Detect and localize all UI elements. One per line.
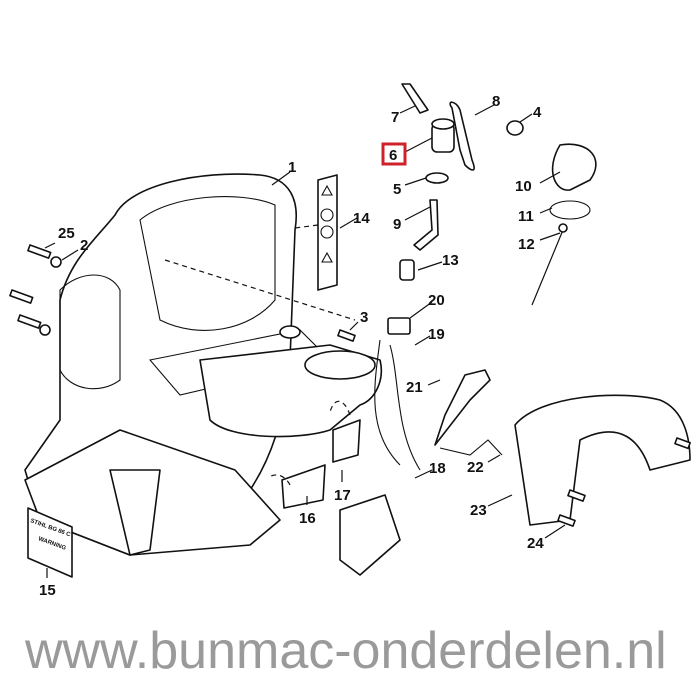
part-label-12[interactable]: 12	[518, 236, 535, 253]
decal-16	[281, 464, 326, 509]
part-label-3[interactable]: 3	[360, 309, 368, 326]
part-label-6[interactable]: 6	[389, 147, 397, 164]
decal-17-arrow	[329, 400, 351, 416]
warning-decal-14	[317, 174, 338, 291]
screws-left	[9, 244, 62, 336]
part-label-19[interactable]: 19	[428, 326, 445, 343]
part-label-9[interactable]: 9	[393, 216, 401, 233]
part-label-14[interactable]: 14	[353, 210, 370, 227]
fuel-tank	[199, 325, 382, 438]
part-label-15[interactable]: 15	[39, 582, 56, 599]
part-label-23[interactable]: 23	[470, 502, 487, 519]
part-label-5[interactable]: 5	[393, 181, 401, 198]
decal-17	[332, 419, 361, 463]
model-decal-15: STIHL BG 86 C WARNING	[27, 507, 73, 578]
part-label-16[interactable]: 16	[299, 510, 316, 527]
part-label-20[interactable]: 20	[428, 292, 445, 309]
part-label-10[interactable]: 10	[515, 178, 532, 195]
part-label-25[interactable]: 25	[58, 225, 75, 242]
highlight-box-part-6	[381, 142, 407, 166]
part-label-22[interactable]: 22	[467, 459, 484, 476]
part-label-17[interactable]: 17	[334, 487, 351, 504]
leader-lines	[44, 104, 566, 578]
decal-14-arrow	[294, 224, 319, 229]
part-label-4[interactable]: 4	[533, 104, 542, 121]
part-label-18[interactable]: 18	[429, 460, 446, 477]
part-label-24[interactable]: 24	[527, 535, 544, 552]
assembly-axis	[164, 259, 356, 321]
part-label-2[interactable]: 2	[80, 237, 88, 254]
part-label-11[interactable]: 11	[518, 208, 534, 225]
decal-16-arrow	[267, 474, 291, 486]
blower-housing	[24, 173, 332, 556]
part-label-13[interactable]: 13	[442, 252, 459, 269]
handle-parts	[339, 369, 691, 576]
part-label-7[interactable]: 7	[391, 109, 399, 126]
part-label-21[interactable]: 21	[406, 379, 423, 396]
fuel-system-parts	[337, 83, 597, 471]
part-label-1[interactable]: 1	[288, 159, 296, 176]
watermark: www.bunmac-onderdelen.nl	[24, 622, 667, 680]
part-label-8[interactable]: 8	[492, 93, 500, 110]
